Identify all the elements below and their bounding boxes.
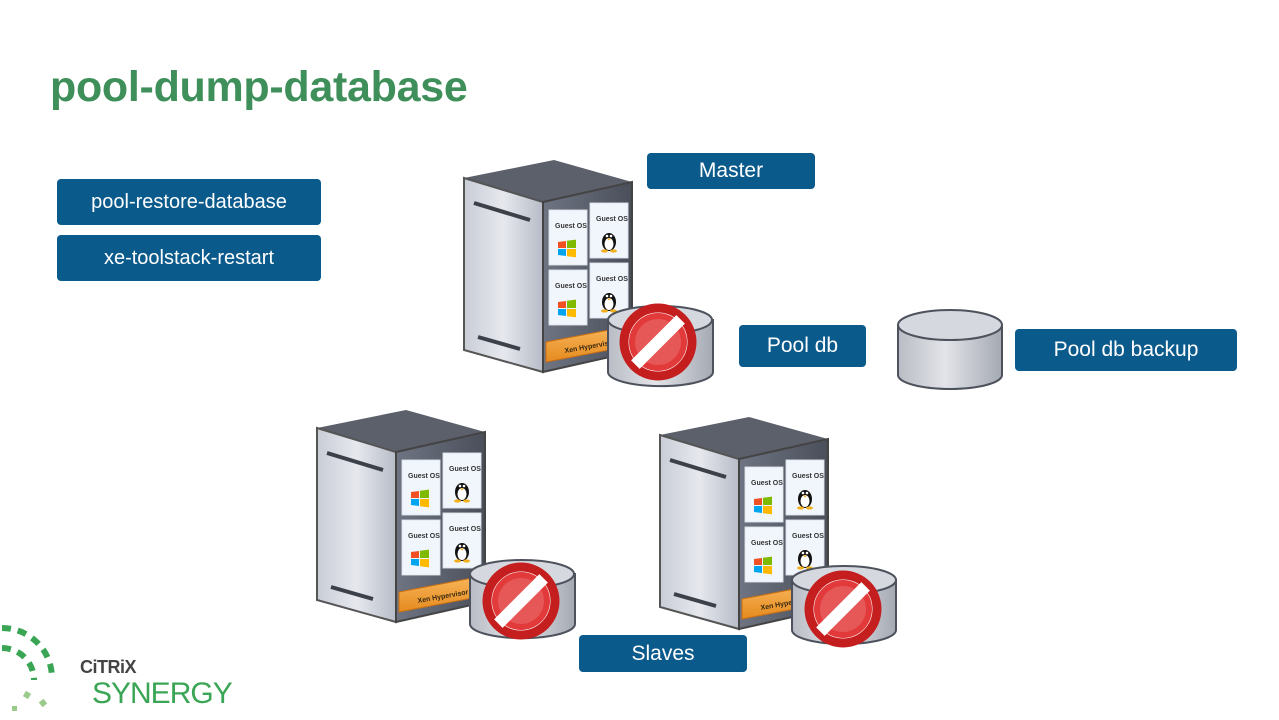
svg-text:Guest OS: Guest OS <box>751 540 783 547</box>
svg-text:CiTRiX: CiTRiX <box>80 657 136 677</box>
master-server-icon: Guest OS Guest OS Guest OS Guest OS Xen … <box>463 160 633 374</box>
linux-icon <box>797 490 813 510</box>
windows-icon <box>558 239 576 258</box>
pool-db-backup-cylinder <box>897 309 1003 390</box>
pool-db-backup-label: Pool db backup <box>1015 329 1237 371</box>
slave-pool-db-cylinder <box>791 565 897 644</box>
svg-text:Guest OS: Guest OS <box>596 276 628 283</box>
svg-text:Guest OS: Guest OS <box>408 533 440 540</box>
pool-restore-database-label: pool-restore-database <box>57 179 321 225</box>
slave-server-icon: Guest OS Guest OS Guest OS Guest OS Xen … <box>659 417 829 631</box>
pool-db-label: Pool db <box>739 325 866 367</box>
linux-icon <box>454 483 470 503</box>
linux-icon <box>454 543 470 563</box>
svg-text:Guest OS: Guest OS <box>449 526 481 533</box>
svg-text:Guest OS: Guest OS <box>555 223 587 230</box>
windows-icon <box>754 556 772 575</box>
svg-text:Xen Hypervisor: Xen Hypervisor <box>564 339 616 355</box>
svg-text:Guest OS: Guest OS <box>792 533 824 540</box>
windows-icon <box>411 549 429 568</box>
citrix-synergy-logo: CiTRiX SYNERGY <box>1 625 234 711</box>
svg-text:Guest OS: Guest OS <box>596 216 628 223</box>
svg-text:Guest OS: Guest OS <box>555 283 587 290</box>
xe-toolstack-restart-label: xe-toolstack-restart <box>57 235 321 281</box>
no-entry-icon <box>624 308 692 376</box>
svg-text:Guest OS: Guest OS <box>408 473 440 480</box>
svg-text:Guest OS: Guest OS <box>449 466 481 473</box>
slave-pool-db-cylinder <box>469 559 576 638</box>
no-entry-icon <box>809 575 877 643</box>
linux-icon <box>797 550 813 570</box>
svg-text:Guest OS: Guest OS <box>751 480 783 487</box>
svg-text:SYNERGY: SYNERGY <box>92 677 233 710</box>
linux-icon <box>601 293 617 313</box>
windows-icon <box>558 299 576 318</box>
no-entry-icon <box>487 567 555 635</box>
svg-text:Xen Hypervisor: Xen Hypervisor <box>417 589 469 605</box>
master-label: Master <box>647 153 815 189</box>
windows-icon <box>411 489 429 508</box>
slaves-label: Slaves <box>579 635 747 672</box>
svg-text:Guest OS: Guest OS <box>792 473 824 480</box>
slave-server-icon: Guest OS Guest OS Guest OS Guest OS Xen … <box>316 410 486 624</box>
linux-icon <box>601 233 617 253</box>
windows-icon <box>754 496 772 515</box>
svg-text:Xen Hypervisor: Xen Hypervisor <box>760 596 812 612</box>
master-pool-db-cylinder <box>607 306 714 388</box>
slide-title: pool-dump-database <box>50 63 468 111</box>
